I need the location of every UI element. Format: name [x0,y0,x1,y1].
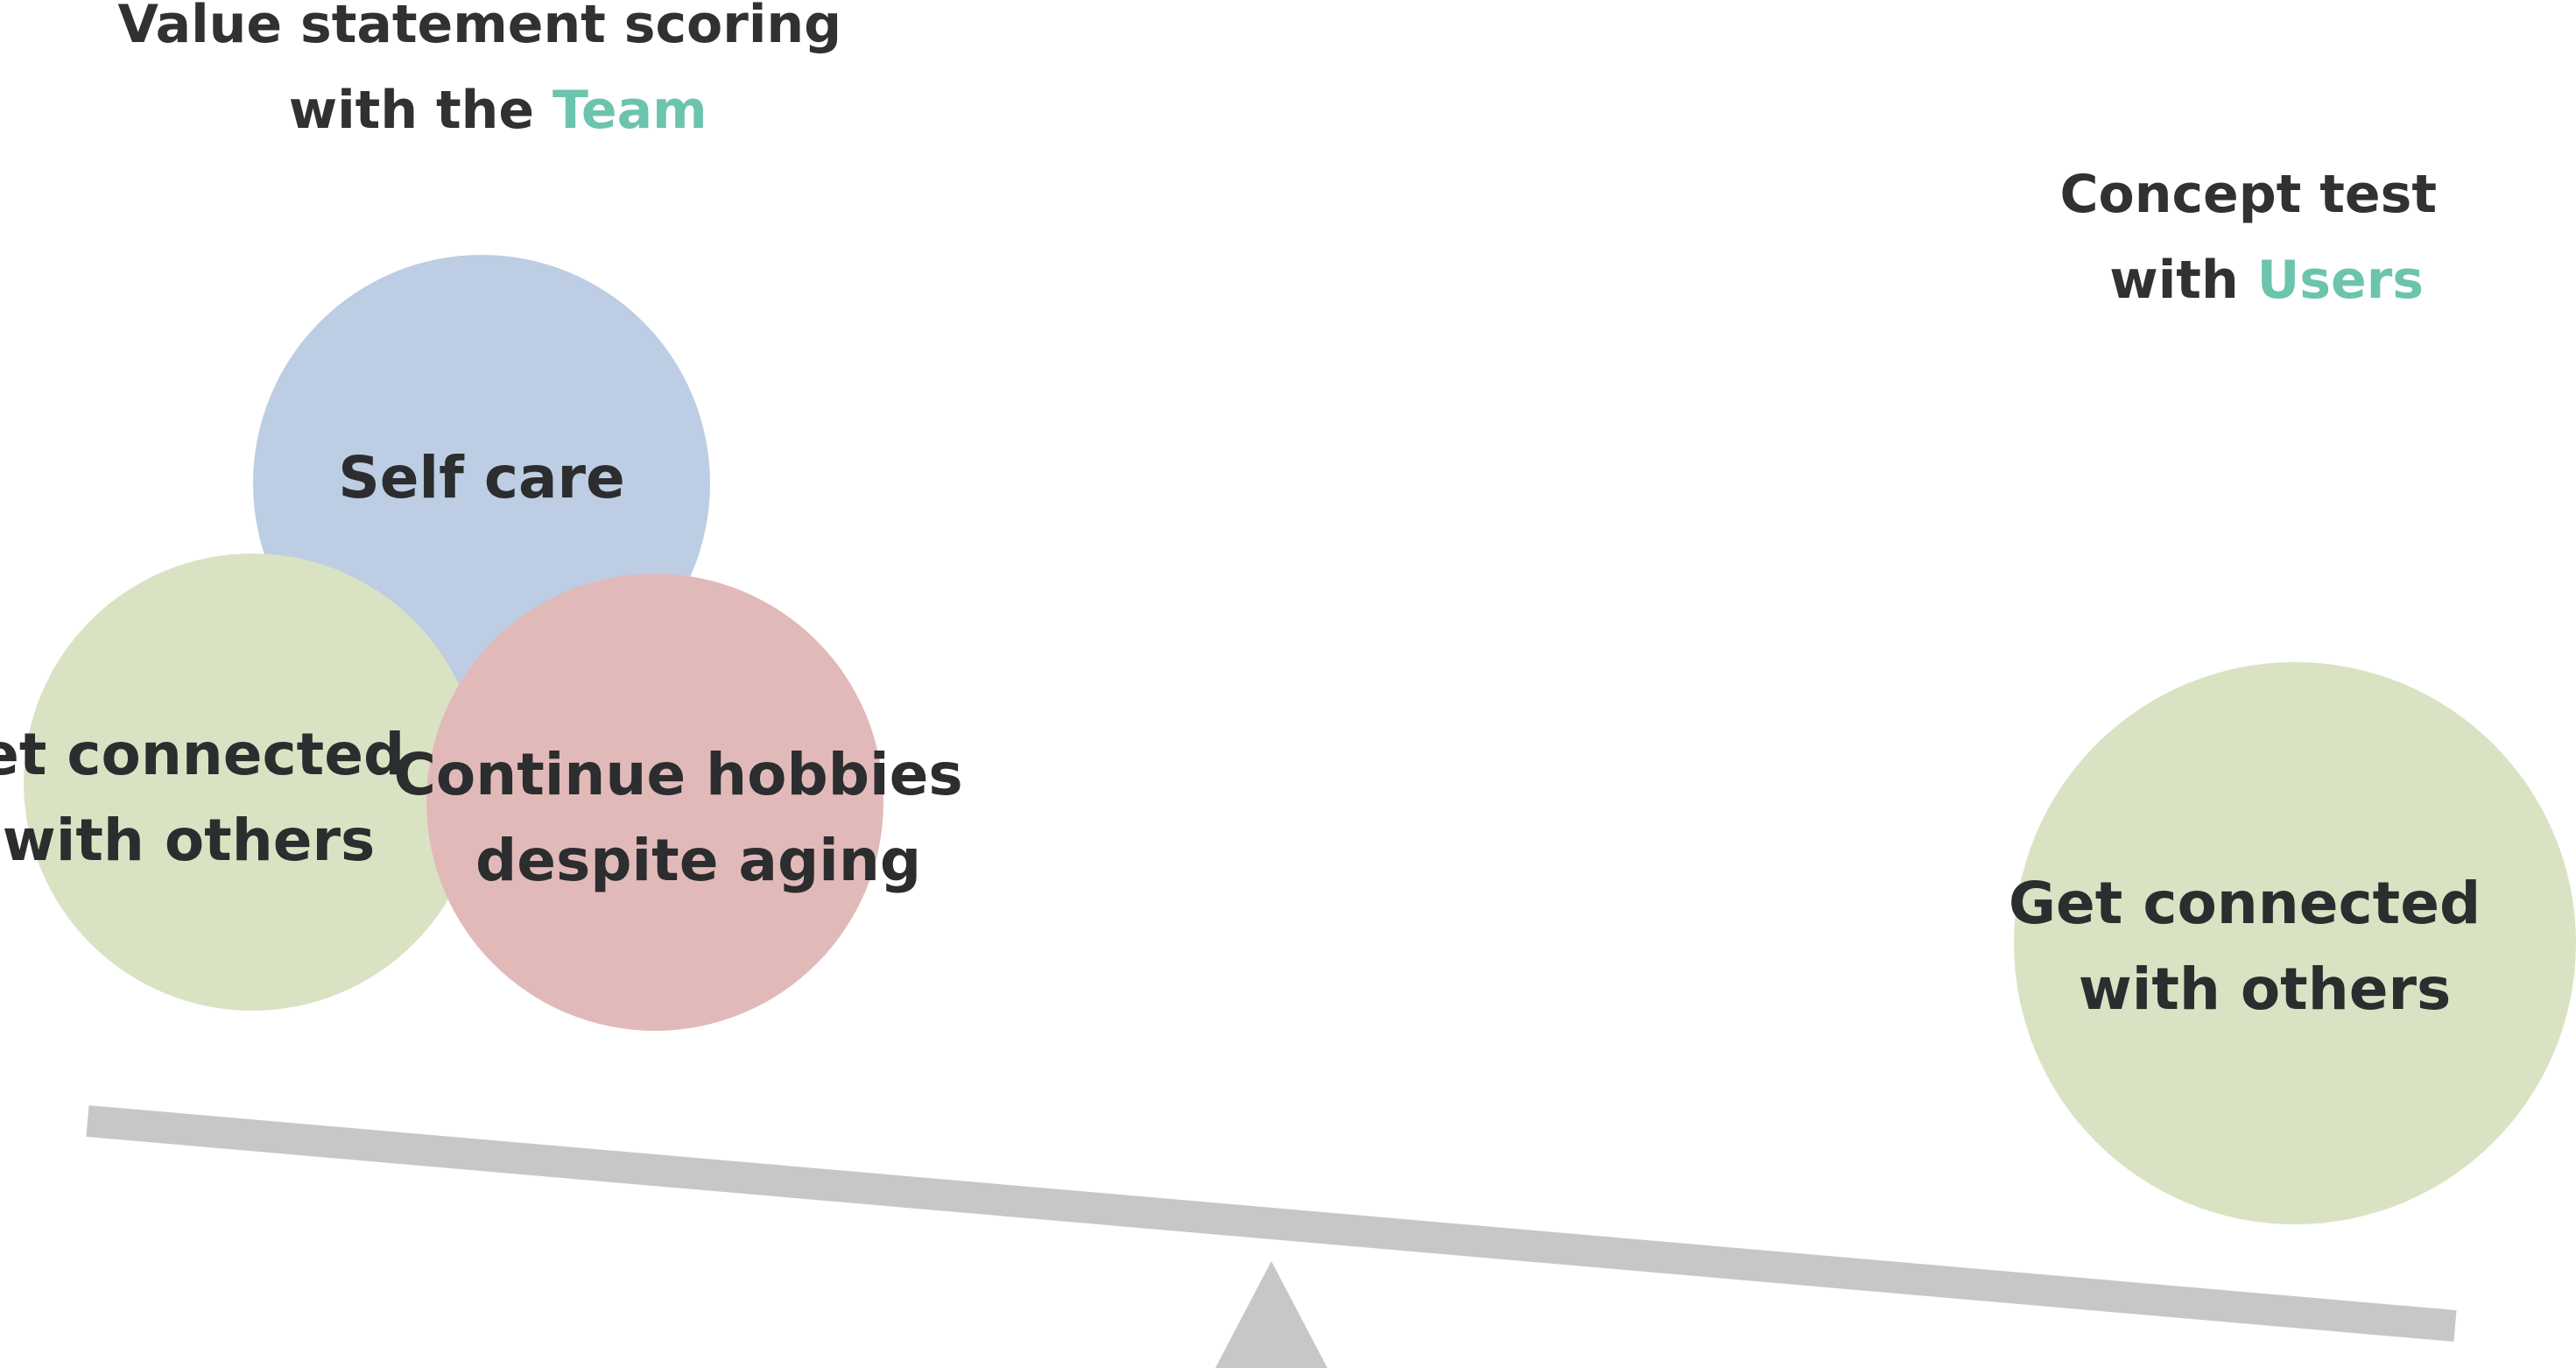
team-heading-accent: Team [553,80,707,141]
connected-team-label-line1: Get connected [0,721,405,788]
seesaw-fulcrum [1215,1261,1327,1368]
hobbies-bubble [426,574,883,1031]
self-care-label: Self care [338,444,625,511]
connected-team-label: Get connected with others [0,0,505,874]
connected-team-label-line2: with others [3,807,376,874]
hobbies-label-line2: despite aging [475,827,921,894]
users-heading: Concept test with Users [0,0,2528,311]
connected-users-label-line1: Get connected [2009,870,2481,937]
team-heading-line2-prefix: with the [289,80,553,141]
connected-users-label: Get connected with others [2009,870,2481,1023]
connected-bubble-users [2014,662,2576,1224]
connected-users-label-line2: with others [2079,955,2452,1023]
users-heading-line2: with Users [2109,250,2424,311]
team-heading-line1: Value statement scoring [117,0,841,55]
team-heading: Value statement scoring with the Team [0,0,933,141]
connected-bubble-team [24,554,481,1011]
hobbies-label-line1: Continue hobbies [393,741,962,808]
hobbies-label: Continue hobbies despite aging [0,0,1064,894]
users-heading-accent: Users [2257,250,2424,311]
team-heading-line2: with the Team [289,80,707,141]
users-heading-line2-prefix: with [2109,250,2256,311]
seesaw-beam [86,1105,2457,1342]
users-heading-line1: Concept test [2060,164,2438,225]
